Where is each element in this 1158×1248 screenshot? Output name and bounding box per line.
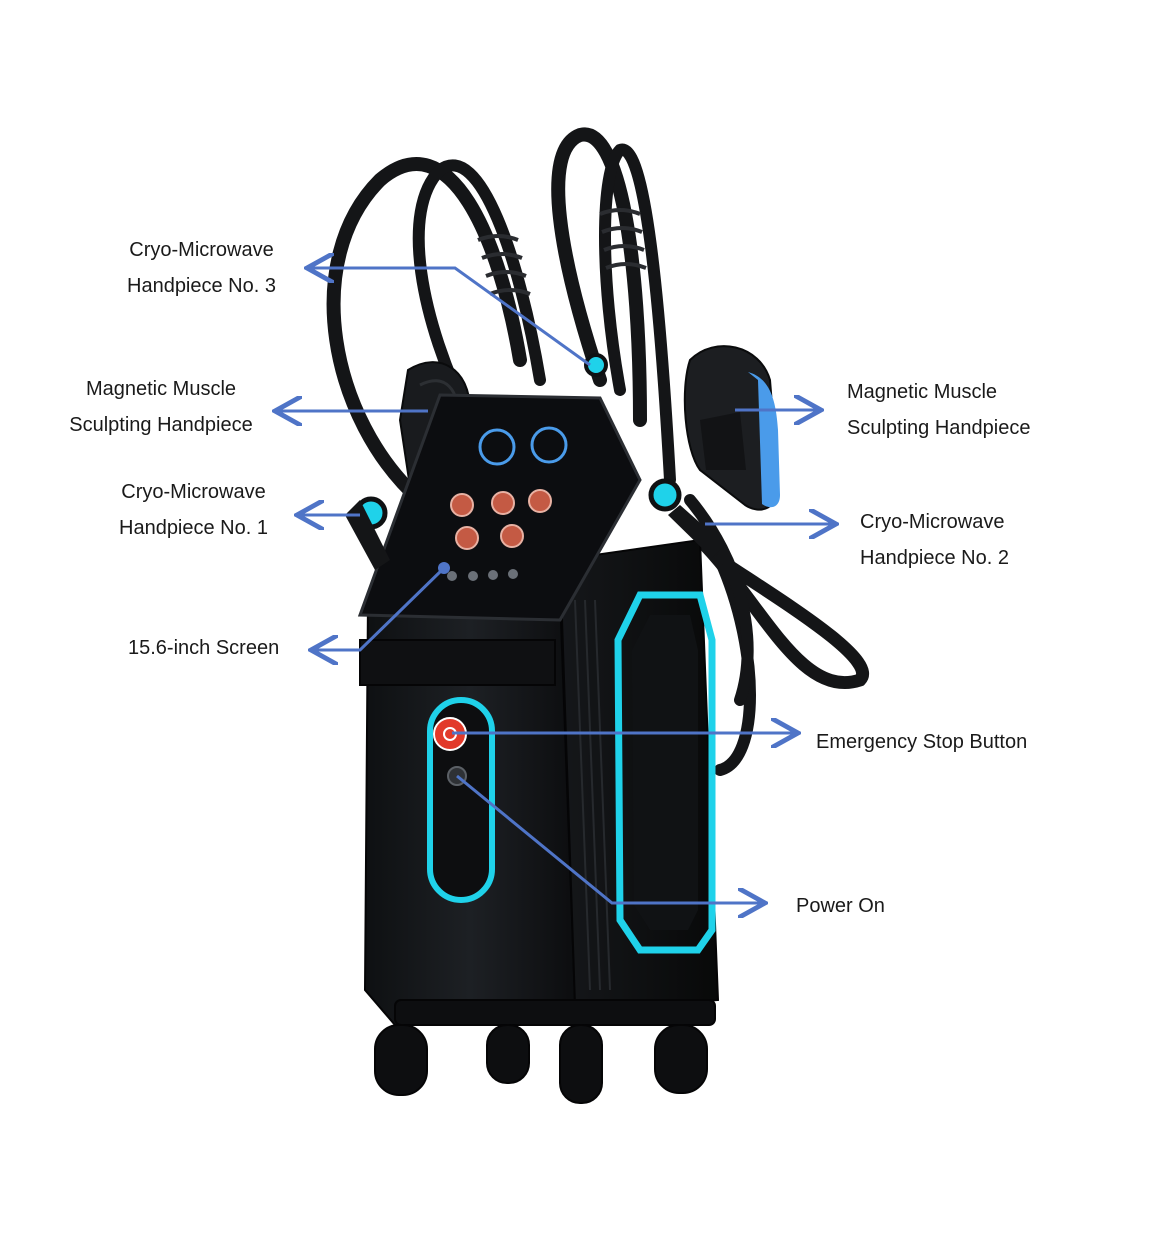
cryo-ring-2 (648, 478, 682, 512)
base-casters (374, 999, 716, 1104)
label-line: Handpiece No. 2 (860, 547, 1009, 569)
label-power-on: Power On (796, 888, 885, 924)
screen-icons-mid (450, 489, 552, 550)
arrow-cryo3 (310, 268, 591, 367)
cable-top-right (551, 127, 647, 427)
label-magnetic-handpiece-left: Magnetic Muscle Sculpting Handpiece (58, 371, 264, 443)
cable-coils (477, 208, 647, 296)
label-line: 15.6-inch Screen (128, 637, 280, 659)
front-control-panel (427, 697, 495, 903)
screen-icons-top (478, 426, 568, 466)
label-line: Handpiece No. 3 (127, 275, 276, 297)
label-line: Cryo-Microwave (860, 511, 1005, 533)
label-cryo-handpiece-3: Cryo-Microwave Handpiece No. 3 (114, 232, 289, 304)
screen-icons-bottom (447, 569, 518, 581)
label-line: Sculpting Handpiece (847, 417, 1031, 439)
arrow-screen (314, 566, 446, 650)
label-line: Sculpting Handpiece (69, 414, 253, 436)
label-cryo-handpiece-1: Cryo-Microwave Handpiece No. 1 (106, 474, 281, 546)
label-line: Cryo-Microwave (129, 239, 274, 261)
annotation-arrows (278, 268, 833, 903)
label-emergency-stop: Emergency Stop Button (816, 724, 1027, 760)
label-line: Magnetic Muscle (85, 378, 237, 400)
cryo-handpieces (345, 353, 725, 570)
cable-right-loop-2 (714, 554, 756, 776)
magnetic-handpiece-right (683, 345, 780, 511)
cable-top-right-2 (599, 143, 676, 486)
arrow-power (456, 774, 762, 903)
label-line: Magnetic Muscle (847, 381, 998, 403)
label-cryo-handpiece-2: Cryo-Microwave Handpiece No. 2 (860, 504, 1009, 576)
label-line: Handpiece No. 1 (119, 517, 268, 539)
label-line: Emergency Stop Button (816, 731, 1028, 753)
cable-left (326, 157, 527, 507)
label-magnetic-handpiece-right: Magnetic Muscle Sculpting Handpiece (847, 374, 1030, 446)
cable-right-loop (693, 533, 869, 689)
cryo-ring-3 (584, 353, 608, 377)
label-line: Cryo-Microwave (121, 481, 266, 503)
screen-unit (357, 393, 642, 622)
label-line: Power On (796, 895, 885, 917)
label-screen: 15.6-inch Screen (128, 630, 279, 666)
